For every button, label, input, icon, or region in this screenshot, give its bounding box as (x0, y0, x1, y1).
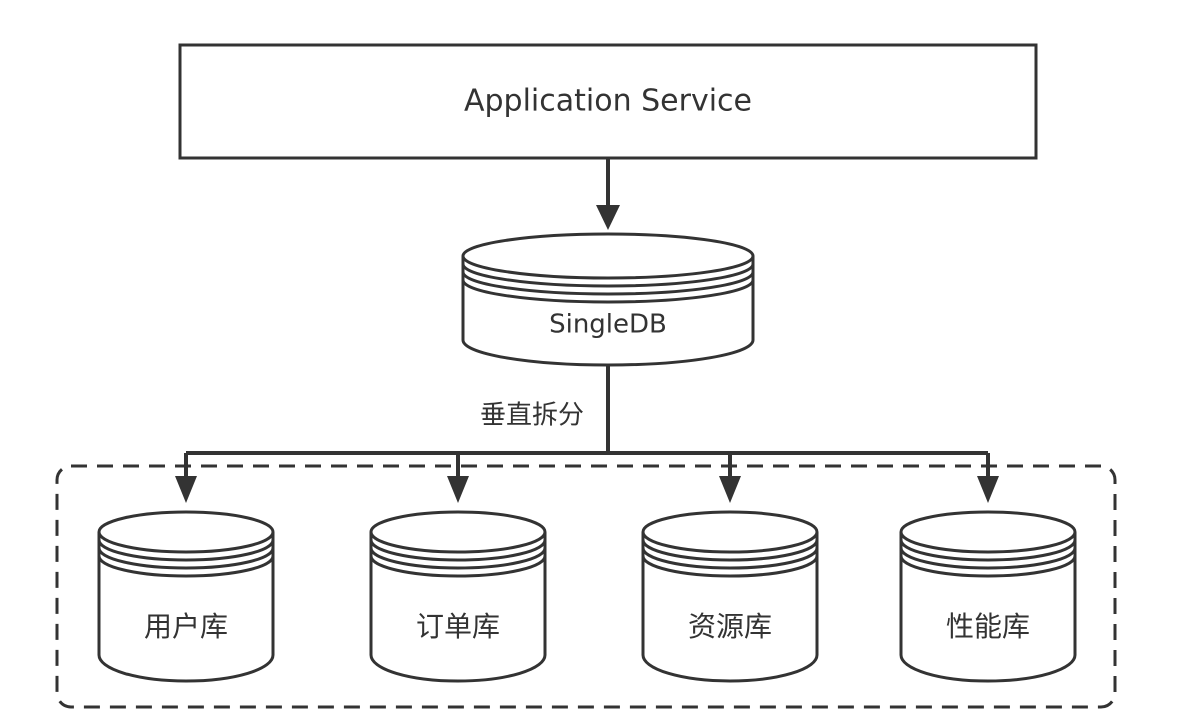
user-db-label: 用户库 (144, 610, 228, 643)
performance-db-arrow (977, 453, 999, 503)
resource-db-label: 资源库 (688, 610, 772, 643)
vertical-split-label: 垂直拆分 (480, 401, 584, 431)
resource-db-cylinder: 资源库 (641, 453, 819, 683)
application-service-label: Application Service (464, 84, 752, 119)
database-cylinders: 用户库 订单库 资源库 性能库 (97, 453, 1077, 683)
performance-db-label: 性能库 (946, 610, 1030, 643)
app-to-db-arrow (596, 158, 620, 230)
order-db-arrow (447, 453, 469, 503)
performance-db-cylinder: 性能库 (899, 453, 1077, 683)
order-db-label: 订单库 (416, 610, 500, 643)
database-group-container (55, 464, 1117, 709)
order-db-cylinder: 订单库 (369, 453, 547, 683)
single-db-cylinder: SingleDB (461, 232, 755, 367)
user-db-arrow (175, 453, 197, 503)
split-connector: 垂直拆分 (186, 366, 988, 455)
application-service-box: Application Service (178, 43, 1038, 160)
resource-db-arrow (719, 453, 741, 503)
user-db-cylinder: 用户库 (97, 453, 275, 683)
single-db-label: SingleDB (549, 310, 667, 340)
